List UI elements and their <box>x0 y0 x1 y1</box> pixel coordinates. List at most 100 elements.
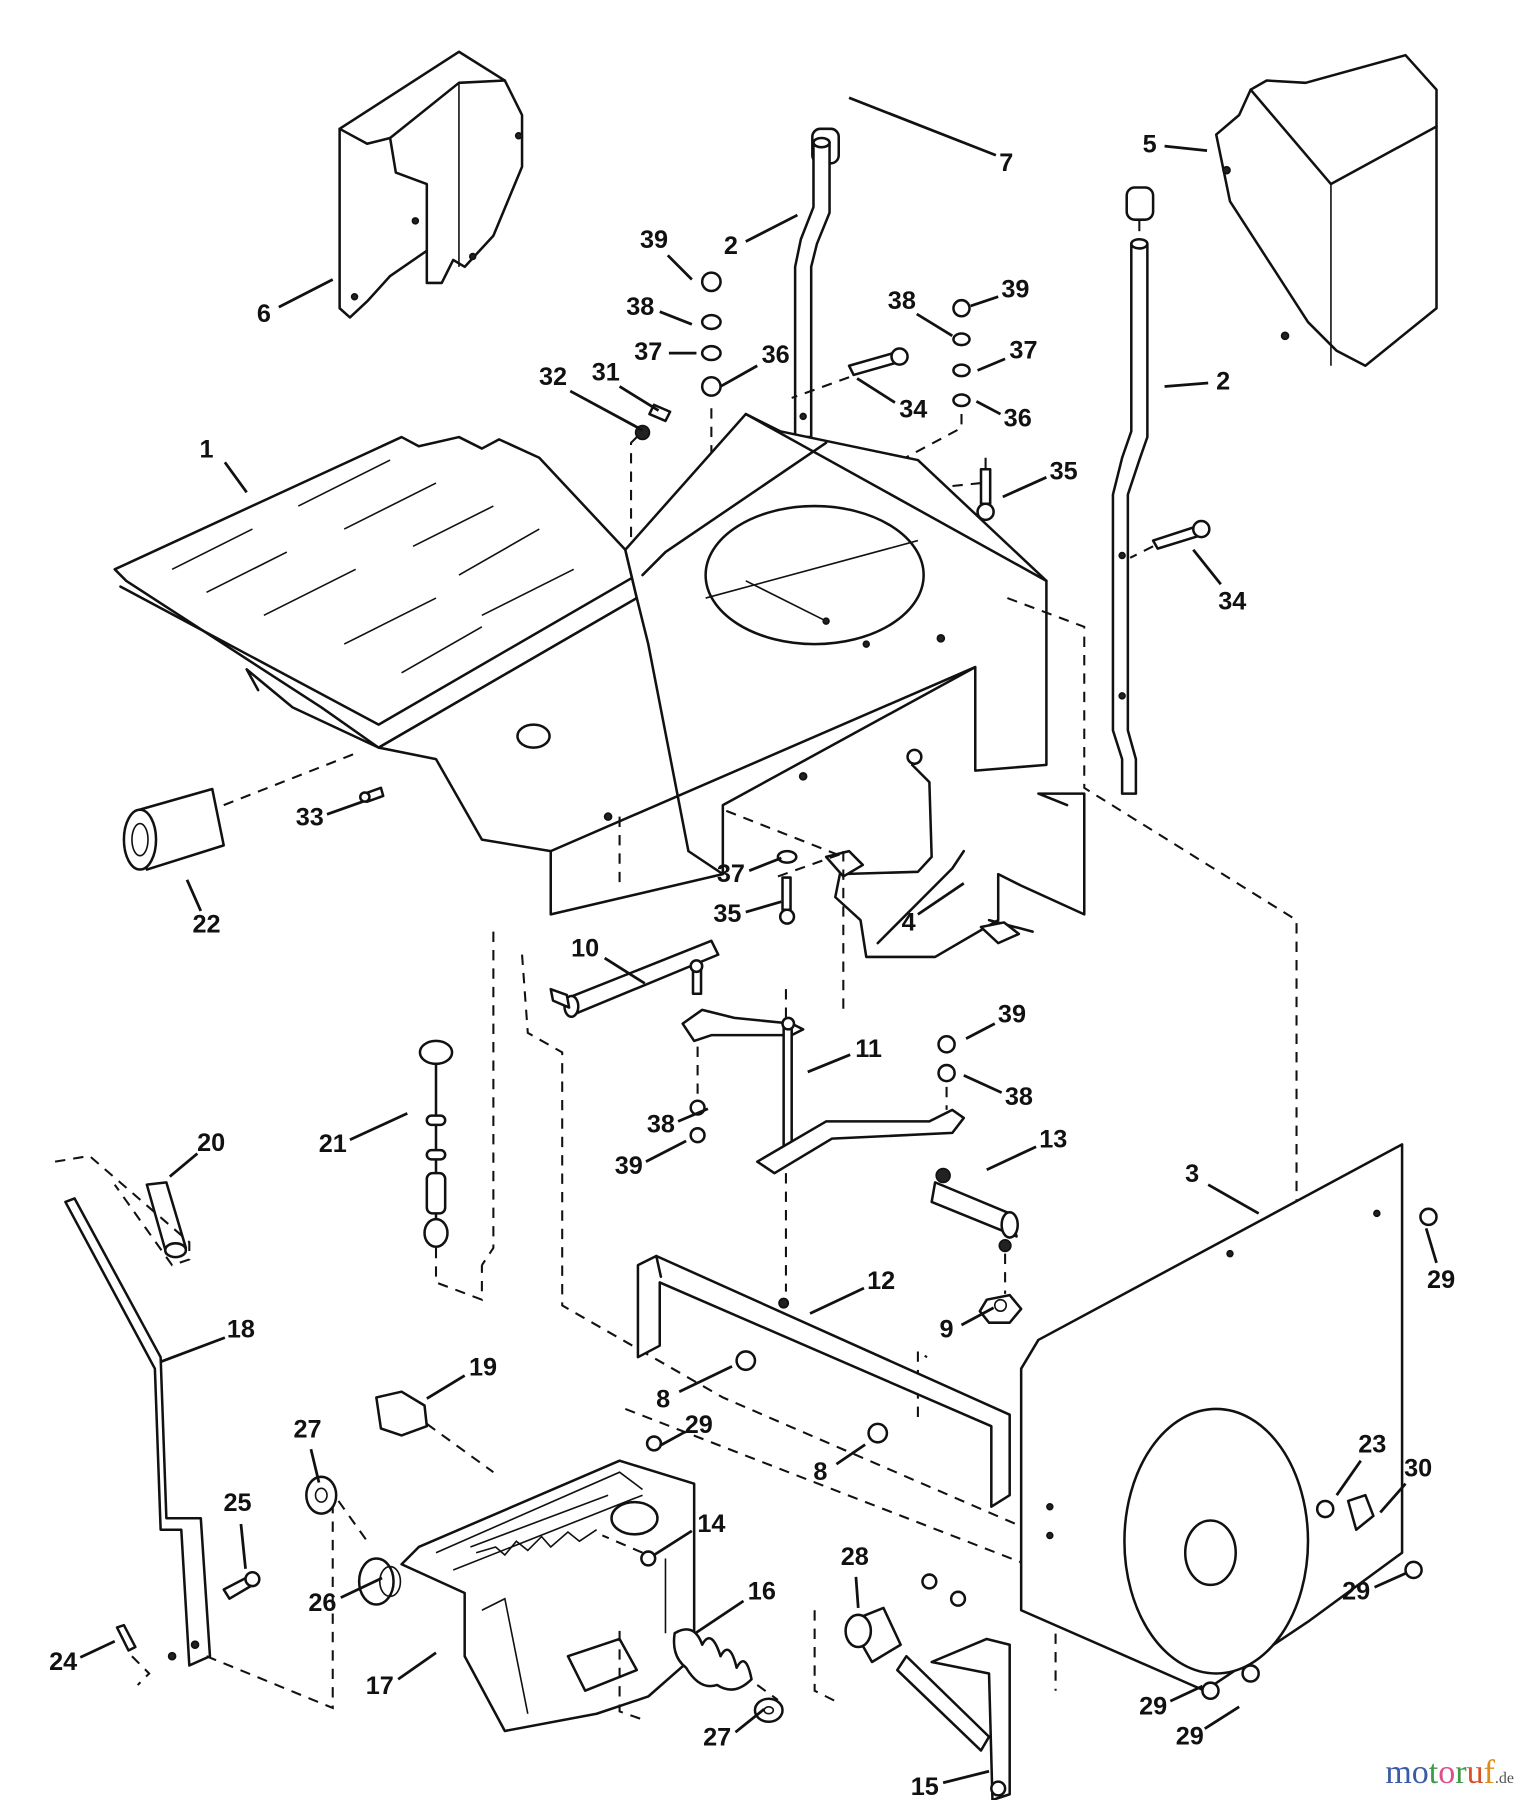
leader-line-25 <box>239 1523 247 1569</box>
callout-5: 5 <box>1143 131 1157 159</box>
callout-22: 22 <box>192 911 220 939</box>
part-15-lever-arm <box>895 1573 1011 1800</box>
part-4-control-rod <box>824 748 1086 959</box>
leader-line-22 <box>185 879 203 912</box>
leader-line-18 <box>160 1336 226 1364</box>
callout-21: 21 <box>319 1130 347 1158</box>
callout-38: 38 <box>888 287 916 315</box>
leader-line-29 <box>1373 1572 1407 1589</box>
part-26-bushing <box>357 1557 402 1606</box>
part-28-bushing <box>813 1606 902 1704</box>
leader-line-37 <box>977 357 1006 372</box>
leader-line-10 <box>603 956 646 985</box>
callout-10: 10 <box>571 935 599 963</box>
leader-line-32 <box>569 389 644 432</box>
leader-line-11 <box>807 1053 851 1074</box>
watermark-letter: o <box>1438 1754 1456 1791</box>
leader-line-17 <box>397 1651 437 1681</box>
callout-20: 20 <box>197 1129 225 1157</box>
callout-35: 35 <box>1050 457 1078 485</box>
callout-2: 2 <box>1216 368 1230 396</box>
leader-line-13 <box>986 1145 1037 1171</box>
leader-line-27 <box>734 1708 766 1734</box>
leader-line-29 <box>1424 1227 1438 1264</box>
leader-line-39 <box>965 1022 996 1040</box>
callout-29: 29 <box>1139 1693 1167 1721</box>
leader-line-38 <box>659 310 693 326</box>
callout-35: 35 <box>713 900 741 928</box>
part-21-cable <box>418 1039 483 1302</box>
leader-line-2 <box>1164 381 1209 388</box>
callout-24: 24 <box>49 1648 77 1676</box>
callout-25: 25 <box>223 1489 251 1517</box>
part-24-cotter-pin <box>115 1623 151 1686</box>
callout-39: 39 <box>1001 276 1029 304</box>
leader-line-15 <box>942 1769 990 1785</box>
part-3-side-plate <box>1019 1143 1404 1692</box>
leader-line-38 <box>677 1107 709 1123</box>
watermark-letter: o <box>1411 1754 1429 1791</box>
leader-line-39 <box>970 295 999 308</box>
callout-34: 34 <box>899 395 927 423</box>
part-29-bolts <box>645 1207 1438 1701</box>
callout-36: 36 <box>1004 404 1032 432</box>
callout-33: 33 <box>296 804 324 832</box>
part-17-shift-bracket <box>400 1459 696 1733</box>
callout-19: 19 <box>469 1353 497 1381</box>
callout-37: 37 <box>717 860 745 888</box>
part-19-clip <box>375 1390 494 1474</box>
callout-29: 29 <box>685 1411 713 1439</box>
part-23-30-clip <box>1315 1493 1375 1531</box>
part-33-screw <box>359 786 385 803</box>
leader-line-38 <box>916 312 954 338</box>
leader-line-21 <box>349 1112 408 1142</box>
part-2-lift-handle-right <box>1111 237 1149 795</box>
callout-16: 16 <box>748 1578 776 1606</box>
part-2-lift-handle-left <box>793 136 831 439</box>
callout-37: 37 <box>634 338 662 366</box>
fastener-stack-top-right <box>814 298 971 507</box>
callout-39: 39 <box>615 1152 643 1180</box>
callout-38: 38 <box>626 293 654 321</box>
part-22-bushing-tube <box>122 752 357 871</box>
leader-line-16 <box>694 1599 745 1635</box>
leader-line-30 <box>1379 1482 1407 1514</box>
part-18-shift-lever <box>64 1197 212 1667</box>
callout-2: 2 <box>724 232 738 260</box>
leader-line-20 <box>168 1152 199 1178</box>
callout-28: 28 <box>841 1543 869 1571</box>
leader-line-36 <box>975 400 1002 416</box>
callout-11: 11 <box>855 1035 882 1063</box>
callout-31: 31 <box>592 358 620 386</box>
callout-34: 34 <box>1218 587 1246 615</box>
part-27-washers <box>305 1475 784 1724</box>
part-7-handle-caps <box>811 127 1155 235</box>
part-16-spring <box>618 1628 779 1721</box>
leader-line-28 <box>854 1576 860 1609</box>
callout-14: 14 <box>697 1510 725 1538</box>
leader-line-35 <box>1002 476 1047 499</box>
callout-6: 6 <box>257 300 271 328</box>
callout-13: 13 <box>1039 1126 1067 1154</box>
leader-line-19 <box>426 1374 466 1400</box>
leader-line-39 <box>666 254 693 281</box>
leader-line-4 <box>917 882 965 916</box>
part-5-right-fender <box>1214 53 1438 368</box>
leader-line-34 <box>1192 548 1222 586</box>
frame-chassis <box>377 412 1048 916</box>
callout-9: 9 <box>940 1315 954 1343</box>
leader-line-1 <box>223 461 248 494</box>
leader-line-24 <box>79 1640 116 1659</box>
leader-line-5 <box>1164 144 1208 153</box>
leader-line-29 <box>1169 1684 1204 1703</box>
callout-27: 27 <box>703 1724 731 1752</box>
part-10-pivot-shaft <box>549 939 720 1019</box>
watermark-tld: .de <box>1494 1770 1514 1787</box>
watermark-logo: motoruf.de <box>1385 1754 1514 1792</box>
callout-38: 38 <box>647 1111 675 1139</box>
leader-line-2 <box>745 213 799 243</box>
watermark-letter: u <box>1466 1754 1484 1791</box>
leader-line-8 <box>678 1365 733 1393</box>
callout-39: 39 <box>640 226 668 254</box>
